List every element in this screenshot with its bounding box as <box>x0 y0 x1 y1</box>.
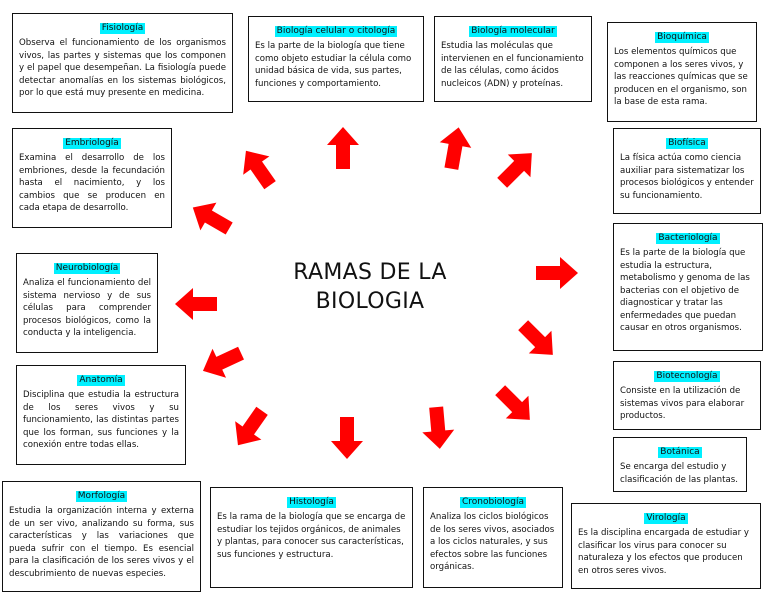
arrow-bioquimica <box>497 153 532 188</box>
branch-title-biologia-molecular: Biología molecular <box>469 26 557 37</box>
branch-text-fisiologia: Observa el funcionamiento de los organis… <box>19 38 226 98</box>
branch-box-botanica: Botánica Se encarga del estudio y clasif… <box>613 437 747 492</box>
arrow-anatomia <box>202 346 244 378</box>
branch-box-bacteriologia: Bacteriología Es la parte de la biología… <box>613 223 763 351</box>
branch-box-neurobiologia: Neurobiología Analiza el funcionamiento … <box>16 253 158 353</box>
branch-title-embriologia: Embriología <box>63 138 121 149</box>
branch-box-anatomia: Anatomía Disciplina que estudia la estru… <box>16 365 186 465</box>
branch-box-cronobiologia: Cronobiología Analiza los ciclos biológi… <box>423 487 563 588</box>
branch-text-morfologia: Estudia la organización interna y extern… <box>9 506 194 579</box>
branch-text-anatomia: Disciplina que estudia la estructura de … <box>23 390 179 450</box>
arrow-fisiologia <box>243 150 276 190</box>
arrow-citologia <box>327 127 359 169</box>
branch-box-biologia-molecular: Biología molecular Estudia las moléculas… <box>434 16 592 102</box>
branch-title-biofisica: Biofísica <box>666 138 708 149</box>
branch-title-fisiologia: Fisiología <box>99 23 146 34</box>
branch-text-virologia: Es la disciplina encargada de estudiar y… <box>578 528 749 576</box>
arrow-morfologia <box>235 406 268 446</box>
arrow-neurobiologia <box>175 288 217 320</box>
branch-box-biofisica: Biofísica La física actúa como ciencia a… <box>613 128 761 214</box>
center-title-line2: BIOLOGIA <box>315 289 425 314</box>
branch-title-bacteriologia: Bacteriología <box>656 233 720 244</box>
branch-title-cronobiologia: Cronobiología <box>460 497 526 508</box>
arrow-biologia-molecular <box>439 127 472 170</box>
branch-text-biofisica: La física actúa como ciencia auxiliar pa… <box>620 153 754 201</box>
branch-box-histologia: Histología Es la rama de la biología que… <box>210 487 413 588</box>
branch-box-biotecnologia: Biotecnología Consiste en la utilización… <box>613 361 761 430</box>
center-title: RAMAS DE LA BIOLOGIA <box>268 258 472 316</box>
branch-text-bacteriologia: Es la parte de la biología que estudia l… <box>620 248 750 333</box>
branch-text-biotecnologia: Consiste en la utilización de sistemas v… <box>620 386 745 421</box>
center-title-line1: RAMAS DE LA <box>293 260 447 285</box>
branch-text-neurobiologia: Analiza el funcionamiento del sistema ne… <box>23 278 151 338</box>
arrow-histologia <box>331 417 363 459</box>
branch-text-histologia: Es la rama de la biología que se encarga… <box>217 512 406 560</box>
arrow-cronobiologia <box>422 406 455 449</box>
branch-text-bioquimica: Los elementos químicos que componen a lo… <box>614 47 748 107</box>
branch-box-virologia: Virología Es la disciplina encargada de … <box>571 503 761 589</box>
branch-title-morfologia: Morfología <box>75 491 128 502</box>
branch-title-bioquimica: Bioquímica <box>655 32 709 43</box>
arrow-biotecnologia <box>518 320 553 355</box>
arrow-botanica <box>495 385 530 420</box>
branch-box-bioquimica: Bioquímica Los elementos químicos que co… <box>607 22 757 122</box>
branch-box-citologia: Biología celular o citología Es la parte… <box>248 16 424 102</box>
branch-title-anatomia: Anatomía <box>77 375 125 386</box>
branch-text-citologia: Es la parte de la biología que tiene com… <box>255 41 412 89</box>
branch-title-biotecnologia: Biotecnología <box>654 371 720 382</box>
branch-title-virologia: Virología <box>644 513 688 524</box>
branch-text-cronobiologia: Analiza los ciclos biológicos de los ser… <box>430 512 555 572</box>
branch-box-fisiologia: Fisiología Observa el funcionamiento de … <box>12 13 233 113</box>
branch-title-botanica: Botánica <box>658 447 702 458</box>
branch-title-neurobiologia: Neurobiología <box>53 263 121 274</box>
branch-box-embriologia: Embriología Examina el desarrollo de los… <box>12 128 172 228</box>
branch-text-botanica: Se encarga del estudio y clasificación d… <box>620 462 738 485</box>
arrow-bacteriologia <box>536 257 578 289</box>
branch-text-embriologia: Examina el desarrollo de los embriones, … <box>19 153 165 213</box>
branch-title-citologia: Biología celular o citología <box>274 26 398 37</box>
branch-text-biologia-molecular: Estudia las moléculas que intervienen en… <box>441 41 584 89</box>
branch-box-morfologia: Morfología Estudia la organización inter… <box>2 481 201 592</box>
branch-title-histologia: Histología <box>287 497 336 508</box>
arrow-embriologia <box>192 202 233 235</box>
